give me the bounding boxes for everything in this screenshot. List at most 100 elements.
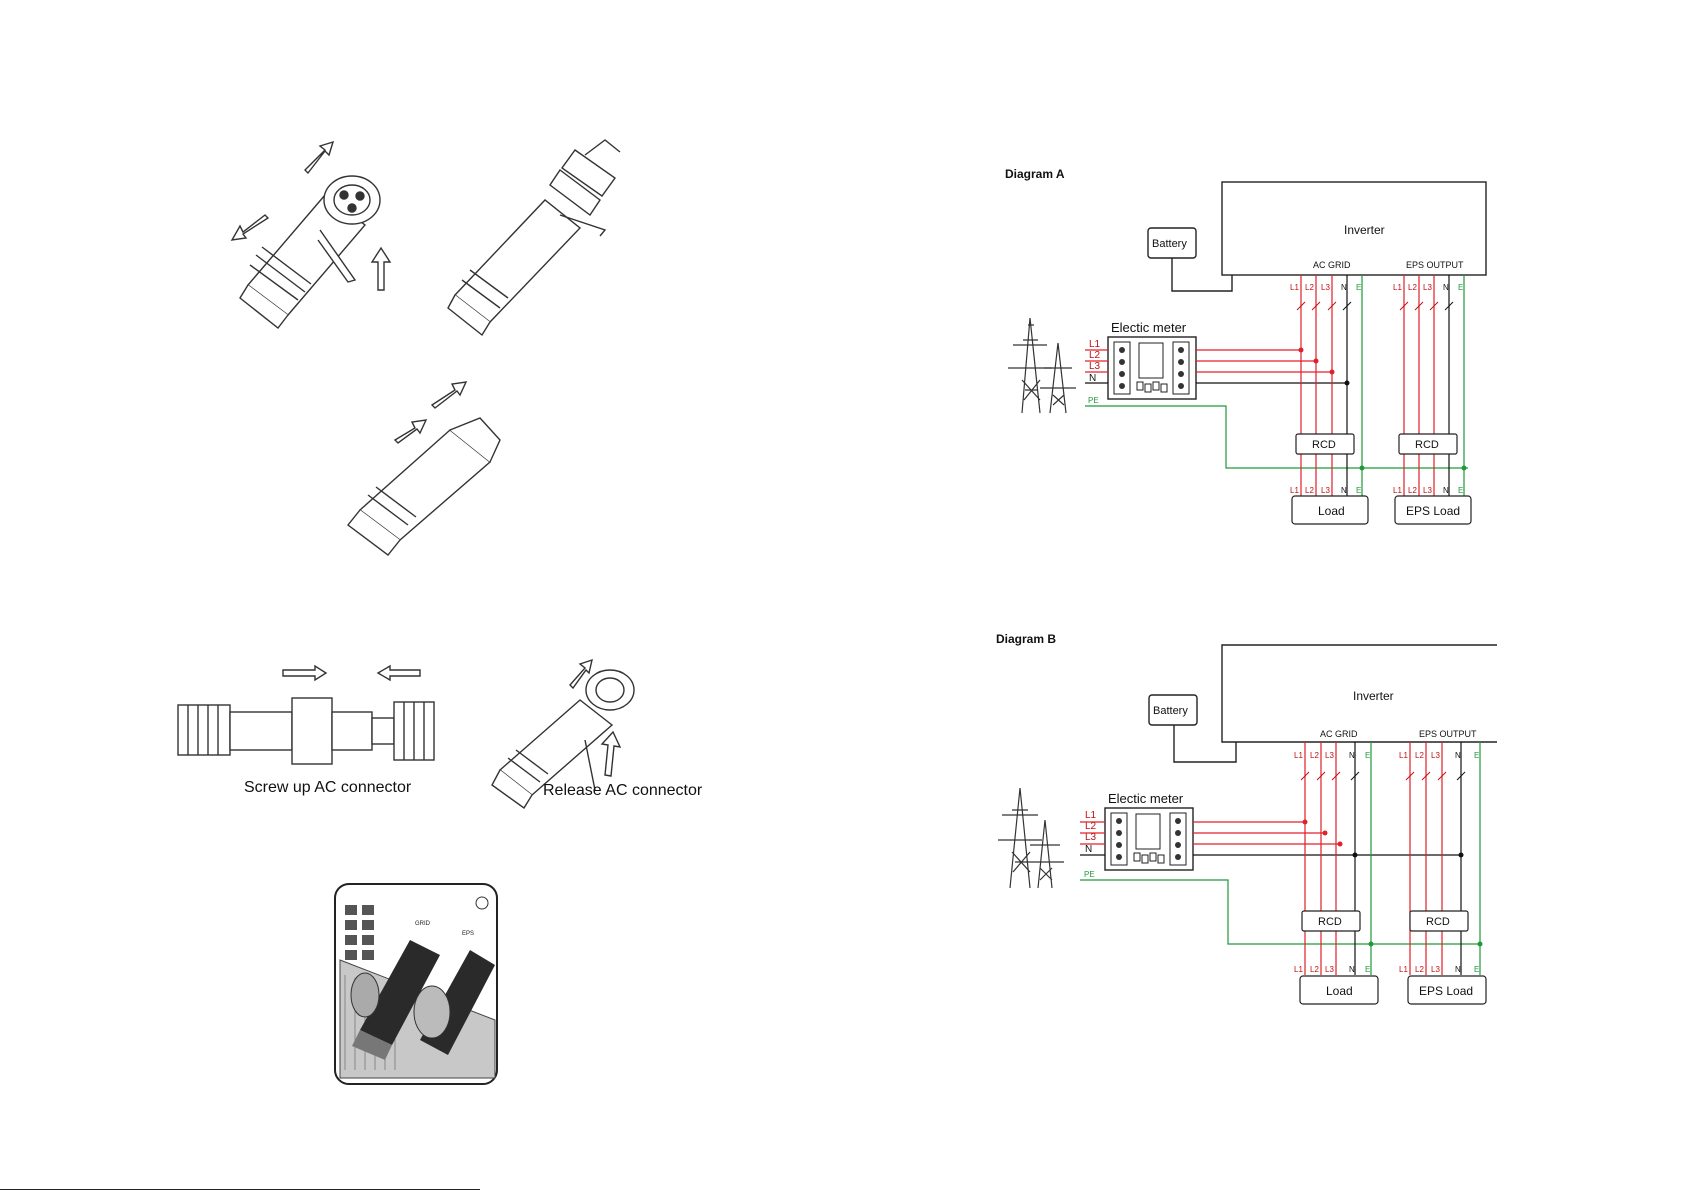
caption-release: Release AC connector xyxy=(543,782,703,799)
terminal-l3: L3 xyxy=(1321,486,1330,495)
terminal-l3: L3 xyxy=(1321,283,1330,292)
terminal-e: E xyxy=(1458,486,1463,495)
eps-load-box xyxy=(1394,495,1472,525)
wiring-diagram-a: Diagram A Inverter AC GRID EPS OUTPUT Ba… xyxy=(1005,167,1487,525)
arrow-icon xyxy=(600,730,622,777)
terminal-labels-grid-bottom-a: L1 L2 L3 N E xyxy=(1290,486,1361,495)
arrow-icon xyxy=(282,664,328,682)
terminal-e: E xyxy=(1356,486,1361,495)
connector-illustration-icon xyxy=(447,139,621,337)
arrow-icon xyxy=(230,214,270,241)
inverter-box xyxy=(1221,181,1487,276)
terminal-l1: L1 xyxy=(1399,751,1408,760)
terminal-l2: L2 xyxy=(1310,965,1319,974)
eps-output-label: EPS OUTPUT xyxy=(1419,729,1477,739)
release-connector-illustration xyxy=(491,658,635,810)
ac-grid-label: AC GRID xyxy=(1320,729,1358,739)
meter-input-n: N xyxy=(1085,844,1092,855)
meter-label: Electic meter xyxy=(1111,320,1187,335)
terminal-l3: L3 xyxy=(1431,751,1440,760)
meter-input-l2: L2 xyxy=(1089,350,1101,361)
terminal-labels-grid-bottom-b: L1 L2 L3 N E xyxy=(1294,965,1370,974)
meter-input-n: N xyxy=(1089,373,1096,384)
meter-label: Electic meter xyxy=(1108,791,1184,806)
terminal-n: N xyxy=(1455,751,1461,760)
terminal-l3: L3 xyxy=(1325,751,1334,760)
rcd-label: RCD xyxy=(1426,916,1450,928)
terminal-l1: L1 xyxy=(1290,486,1299,495)
inverter-box xyxy=(1221,644,1497,743)
terminal-labels-grid-top-b: L1 L2 L3 N E xyxy=(1294,751,1370,760)
wiring-diagram-b: Diagram B Inverter AC GRID EPS OUTPUT Ba… xyxy=(996,632,1497,1005)
terminal-l2: L2 xyxy=(1305,283,1314,292)
eps-load-label: EPS Load xyxy=(1406,504,1460,518)
diagram-b-title: Diagram B xyxy=(996,632,1056,646)
terminal-l1: L1 xyxy=(1393,486,1402,495)
load-label: Load xyxy=(1326,984,1353,998)
terminal-n: N xyxy=(1443,486,1449,495)
terminal-l1: L1 xyxy=(1294,965,1303,974)
terminal-l2: L2 xyxy=(1408,486,1417,495)
inverter-label: Inverter xyxy=(1353,689,1394,703)
terminal-labels-eps-top-a: L1 L2 L3 N E xyxy=(1393,283,1463,292)
power-pylon-icon xyxy=(1008,317,1076,414)
arrow-icon xyxy=(393,419,428,444)
inverter-photo-icon: GRID EPS xyxy=(334,883,498,1085)
photo-label-eps: EPS xyxy=(462,931,474,937)
battery-label: Battery xyxy=(1152,238,1187,250)
meter-input-l3: L3 xyxy=(1085,832,1097,843)
rcd-label: RCD xyxy=(1415,439,1439,451)
terminal-e: E xyxy=(1365,965,1370,974)
terminal-l2: L2 xyxy=(1408,283,1417,292)
rcd-label: RCD xyxy=(1318,916,1342,928)
rcd-label: RCD xyxy=(1312,439,1336,451)
page-bottom-rule xyxy=(0,1189,480,1190)
terminal-l1: L1 xyxy=(1290,283,1299,292)
terminal-labels-grid-top-a: L1 L2 L3 N E xyxy=(1290,283,1361,292)
load-label: Load xyxy=(1318,504,1345,518)
terminal-l2: L2 xyxy=(1310,751,1319,760)
connector-illustration-icon xyxy=(239,175,381,329)
arrow-icon xyxy=(304,140,335,175)
inverter-label: Inverter xyxy=(1344,223,1385,237)
terminal-l2: L2 xyxy=(1415,965,1424,974)
terminal-n: N xyxy=(1455,965,1461,974)
terminal-l1: L1 xyxy=(1393,283,1402,292)
rcd-box-eps xyxy=(1398,433,1458,455)
terminal-l3: L3 xyxy=(1431,965,1440,974)
load-box xyxy=(1291,495,1369,525)
battery-box xyxy=(1148,694,1198,726)
terminal-n: N xyxy=(1349,751,1355,760)
terminal-l1: L1 xyxy=(1294,751,1303,760)
meter-input-l3: L3 xyxy=(1089,361,1101,372)
meter-input-l1: L1 xyxy=(1085,810,1097,821)
arrow-icon xyxy=(430,381,468,409)
terminal-l2: L2 xyxy=(1415,751,1424,760)
eps-output-label: EPS OUTPUT xyxy=(1406,260,1464,270)
meter-input-labels-b: L1 L2 L3 N xyxy=(1085,810,1097,855)
battery-label: Battery xyxy=(1153,705,1188,717)
screw-up-connector-illustration xyxy=(177,664,435,765)
arrow-icon xyxy=(376,664,421,682)
rcd-box-grid xyxy=(1295,433,1355,455)
terminal-l2: L2 xyxy=(1305,486,1314,495)
terminal-l3: L3 xyxy=(1423,486,1432,495)
rcd-box-eps xyxy=(1409,910,1469,932)
pe-label: PE xyxy=(1088,396,1099,405)
connector-release-illustration-1 xyxy=(230,140,392,329)
pe-label: PE xyxy=(1084,870,1095,879)
rcd-box-grid xyxy=(1301,910,1361,932)
diagram-a-title: Diagram A xyxy=(1005,167,1065,181)
terminal-l3: L3 xyxy=(1325,965,1334,974)
caption-screw-up: Screw up AC connector xyxy=(244,779,412,796)
arrow-icon xyxy=(370,246,392,291)
terminal-l3: L3 xyxy=(1423,283,1432,292)
terminal-e: E xyxy=(1356,283,1361,292)
terminal-l1: L1 xyxy=(1399,965,1408,974)
ac-grid-label: AC GRID xyxy=(1313,260,1351,270)
power-pylon-icon xyxy=(998,787,1064,889)
eps-load-label: EPS Load xyxy=(1419,984,1473,998)
terminal-e: E xyxy=(1474,965,1479,974)
load-box xyxy=(1299,975,1379,1005)
